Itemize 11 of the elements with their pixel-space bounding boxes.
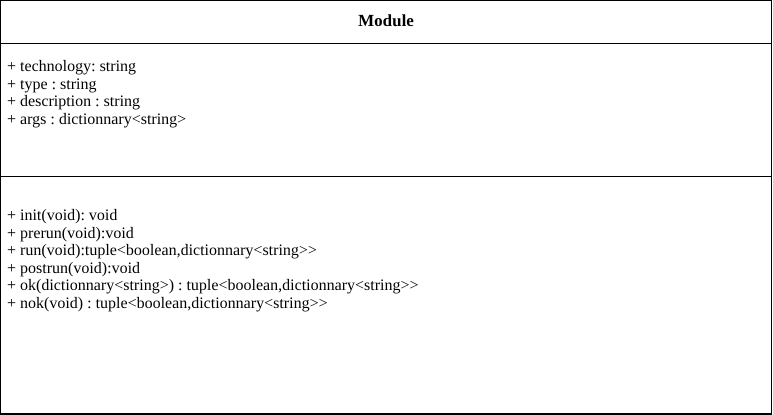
method-text: + postrun(void):void [7,260,140,278]
class-name: Module [358,10,414,30]
method-text: + init(void): void [7,207,118,225]
method-text: + ok(dictionnary<string>) : tuple<boolean,dictionnary<string>> [7,277,419,295]
attribute-text: + type : string [7,76,96,94]
attribute-text: + description : string [7,93,140,111]
method-text: + prerun(void):void [7,224,134,242]
attribute-text: + args : dictionnary<string> [7,110,186,128]
method-text: + run(void):tuple<boolean,dictionnary<string>> [7,242,317,260]
attribute-text: + technology: string [7,58,136,76]
method-text: + nok(void) : tuple<boolean,dictionnary<string>> [7,294,328,313]
